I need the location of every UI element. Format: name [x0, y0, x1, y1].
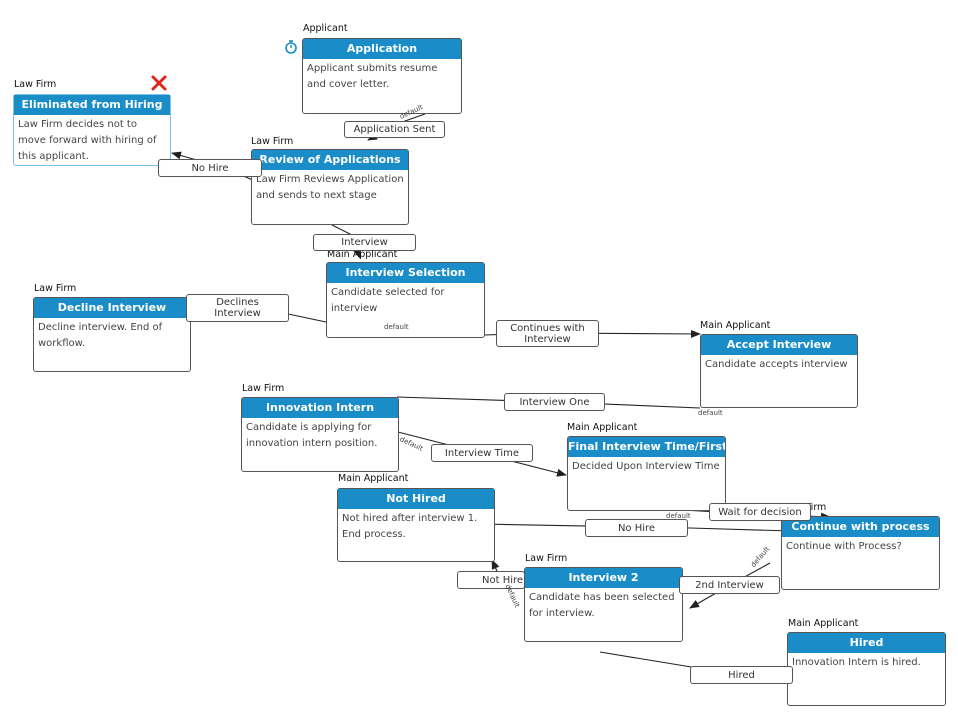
node-title: Review of Applications — [252, 150, 408, 170]
node-title: Continue with process — [782, 517, 939, 537]
node-title: Innovation Intern — [242, 398, 398, 418]
edge-label-wait-for-decision[interactable]: Wait for decision — [709, 503, 811, 521]
edge-no-hire-2 — [479, 520, 793, 532]
role-label: Main Applicant — [327, 249, 398, 260]
edge-tag-default: default — [698, 409, 723, 417]
role-label: Applicant — [303, 23, 348, 34]
node-description: Innovation Intern is hired. — [792, 657, 921, 668]
node-innovation-intern[interactable]: Innovation Intern Candidate is applying … — [241, 397, 399, 472]
edge-label-declines-interview[interactable]: Declines Interview — [186, 294, 289, 322]
timer-start-icon[interactable] — [283, 39, 299, 55]
edge-label-interview-time[interactable]: Interview Time — [431, 444, 533, 462]
node-description: Decline interview. End of workflow. — [38, 322, 163, 349]
edge-label-no-hire-2[interactable]: No Hire — [585, 519, 688, 537]
node-accept-interview[interactable]: Accept Interview Candidate accepts inter… — [700, 334, 858, 408]
role-label: Law Firm — [14, 79, 57, 90]
node-decline-interview[interactable]: Decline Interview Decline interview. End… — [33, 297, 191, 372]
edge-label-interview-one[interactable]: Interview One — [504, 393, 605, 411]
node-description: Candidate selected for interview — [331, 287, 445, 314]
node-title: Eliminated from Hiring — [14, 95, 170, 115]
node-title: Accept Interview — [701, 335, 857, 355]
node-description: Candidate accepts interview — [705, 359, 848, 370]
node-title: Final Interview Time/First — [568, 437, 725, 457]
node-description: Candidate has been selected for intervie… — [529, 592, 675, 619]
node-description: Decided Upon Interview Time — [572, 461, 720, 472]
node-title: Application — [303, 39, 461, 59]
edge-tag-default: default — [384, 323, 409, 331]
node-title: Interview 2 — [525, 568, 682, 588]
edge-label-continues-with-interview[interactable]: Continues with Interview — [496, 320, 599, 347]
node-interview-selection[interactable]: Interview Selection Candidate selected f… — [326, 262, 485, 338]
role-label: Main Applicant — [338, 473, 409, 484]
edge-label-application-sent[interactable]: Application Sent — [344, 121, 445, 138]
node-review-of-applications[interactable]: Review of Applications Law Firm Reviews … — [251, 149, 409, 225]
role-label: Main Applicant — [567, 422, 638, 433]
node-hired[interactable]: Hired Innovation Intern is hired. — [787, 632, 946, 706]
role-label: Law Firm — [242, 383, 285, 394]
edge-label-no-hire[interactable]: No Hire — [158, 159, 262, 177]
delete-x-icon[interactable] — [151, 75, 167, 91]
node-eliminated-from-hiring[interactable]: Eliminated from Hiring Law Firm decides … — [13, 94, 171, 166]
node-application[interactable]: Application Applicant submits resume and… — [302, 38, 462, 114]
node-title: Hired — [788, 633, 945, 653]
edge-tag-default: default — [666, 512, 691, 520]
role-label: Main Applicant — [700, 320, 771, 331]
node-title: Interview Selection — [327, 263, 484, 283]
role-label: Law Firm — [34, 283, 77, 294]
edge-label-hired[interactable]: Hired — [690, 666, 793, 684]
node-title: Decline Interview — [34, 298, 190, 318]
node-description: Applicant submits resume and cover lette… — [307, 63, 438, 90]
role-label: Law Firm — [525, 553, 568, 564]
node-description: Law Firm decides not to move forward wit… — [18, 119, 157, 162]
node-description: Candidate is applying for innovation int… — [246, 422, 378, 449]
node-interview-2[interactable]: Interview 2 Candidate has been selected … — [524, 567, 683, 642]
edge-label-2nd-interview[interactable]: 2nd Interview — [679, 576, 780, 594]
role-label: Law Firm — [251, 136, 294, 147]
node-description: Law Firm Reviews Application and sends t… — [256, 174, 404, 201]
edge-label-not-hire[interactable]: Not Hire — [457, 571, 525, 589]
node-not-hired[interactable]: Not Hired Not hired after interview 1. E… — [337, 488, 495, 562]
node-description: Not hired after interview 1. End process… — [342, 513, 478, 540]
node-final-interview-time[interactable]: Final Interview Time/First Decided Upon … — [567, 436, 726, 511]
node-description: Continue with Process? — [786, 541, 902, 552]
edge-label-interview[interactable]: Interview — [313, 234, 416, 251]
node-title: Not Hired — [338, 489, 494, 509]
role-label: Main Applicant — [788, 618, 859, 629]
node-continue-with-process[interactable]: Continue with process Continue with Proc… — [781, 516, 940, 590]
